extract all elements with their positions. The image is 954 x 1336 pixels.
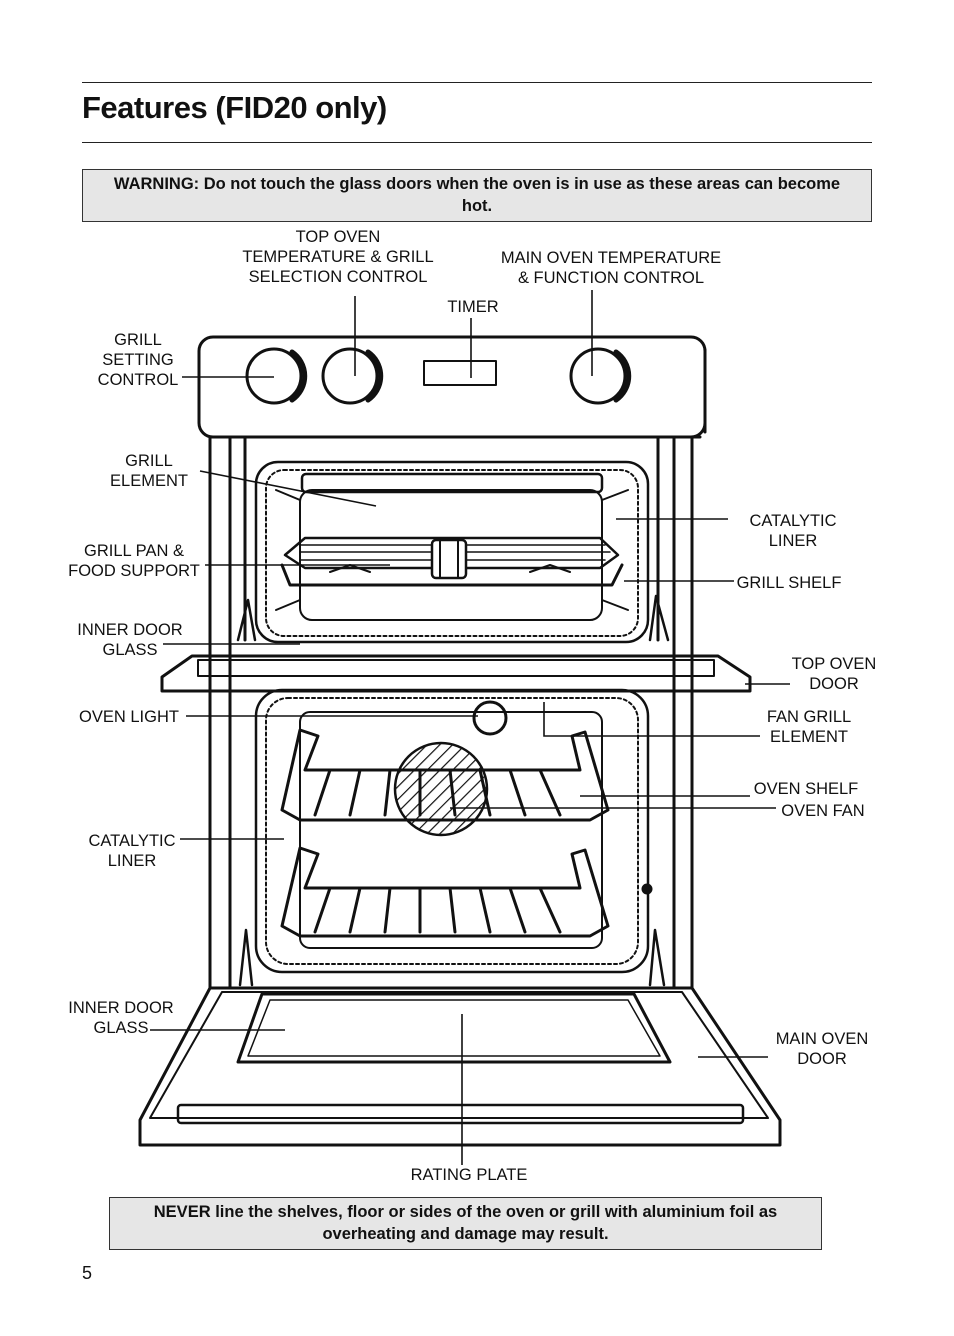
warning-box: WARNING: Do not touch the glass doors wh… (82, 169, 872, 222)
main-door-handle-strip (176, 1103, 745, 1125)
foil-note-box: NEVER line the shelves, floor or sides o… (109, 1197, 822, 1250)
label-top-oven-door: TOP OVEN DOOR (791, 655, 877, 693)
top-oven-liner-outer (254, 460, 650, 644)
top-oven-back (299, 489, 603, 621)
top-oven-door-glass (197, 659, 715, 677)
main-oven-liner-outer (254, 688, 650, 974)
main-oven-back (299, 711, 603, 949)
main-oven-liner-inner (265, 697, 639, 965)
knob-top-oven (321, 347, 384, 405)
grill-pan (280, 536, 624, 587)
oven-shelf-lower (280, 846, 610, 938)
label-oven-shelf: OVEN SHELF (753, 780, 859, 798)
top-oven-liner-inner (265, 469, 639, 637)
title-underline (82, 142, 872, 143)
top-oven-door (160, 654, 752, 693)
cabinet-left (208, 435, 247, 990)
label-grill-shelf: GRILL SHELF (736, 574, 842, 592)
label-main-oven-door: MAIN OVEN DOOR (775, 1030, 869, 1068)
label-oven-light: OVEN LIGHT (79, 708, 179, 726)
main-door-hinges (238, 928, 666, 987)
control-panel-shadow (210, 348, 707, 439)
main-door-rim (149, 991, 769, 1119)
top-rule (82, 82, 872, 83)
timer-display (423, 360, 497, 386)
label-grill-setting-control: GRILL SETTING CONTROL (97, 331, 179, 389)
label-catalytic-liner-top: CATALYTIC LINER (749, 512, 837, 550)
oven-light-bulb (472, 700, 508, 736)
oven-fan (393, 741, 489, 837)
label-top-oven-control: TOP OVEN TEMPERATURE & GRILL SELECTION C… (242, 228, 434, 286)
label-grill-pan: GRILL PAN & FOOD SUPPORT (68, 542, 200, 580)
label-oven-fan: OVEN FAN (781, 802, 865, 820)
label-timer: TIMER (447, 298, 499, 316)
label-catalytic-liner-main: CATALYTIC LINER (88, 832, 176, 870)
grill-element-bar (300, 472, 604, 494)
main-oven-door (138, 986, 782, 1147)
label-inner-door-glass-main: INNER DOOR GLASS (68, 999, 174, 1037)
knob-main-oven (569, 347, 632, 405)
label-fan-grill-element: FAN GRILL ELEMENT (766, 708, 852, 746)
label-grill-element: GRILL ELEMENT (110, 452, 188, 490)
knob-grill-setting (245, 347, 308, 405)
label-main-oven-control: MAIN OVEN TEMPERATURE & FUNCTION CONTROL (500, 249, 722, 287)
label-inner-door-glass-top: INNER DOOR GLASS (77, 621, 183, 659)
page-number: 5 (82, 1263, 93, 1283)
page-title: Features (FID20 only) (82, 90, 387, 125)
top-door-hinges (236, 594, 670, 642)
door-catch (641, 883, 653, 895)
label-rating-plate: RATING PLATE (410, 1166, 528, 1184)
top-oven-wall-lines (275, 489, 629, 611)
main-door-inner-glass (236, 992, 672, 1064)
